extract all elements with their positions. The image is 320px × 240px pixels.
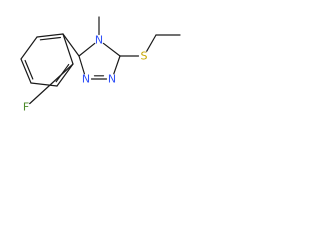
bond-P5-P6	[56, 63, 74, 87]
bond-P3-P4-inner	[24, 59, 34, 80]
atoms-layer: N N N S F	[23, 34, 148, 114]
bond-C3-N4	[102, 42, 121, 57]
bond-P6-P1	[62, 33, 74, 65]
bond-P1-P2	[36, 33, 64, 38]
bond-N2-C3	[113, 55, 121, 75]
bond-P2-P3	[20, 36, 38, 60]
atom-label-n4: N	[95, 34, 103, 47]
molecule-diagram: N N N S F	[20, 16, 181, 114]
bonds-layer	[20, 16, 181, 105]
atom-label-s: S	[141, 50, 148, 63]
bond-S-Et1	[146, 34, 157, 52]
bond-P1-P2-inner	[39, 36, 61, 41]
bond-P6-F	[29, 63, 74, 105]
bond-P4-P5	[30, 82, 58, 87]
bond-P3-P4	[20, 58, 32, 84]
atom-label-f: F	[23, 101, 29, 114]
bond-N4-C5	[78, 42, 96, 57]
atom-label-n2: N	[108, 73, 116, 86]
bond-C5-N1	[78, 55, 85, 75]
atom-label-n1: N	[82, 73, 90, 86]
bond-C5-P1	[62, 33, 80, 57]
